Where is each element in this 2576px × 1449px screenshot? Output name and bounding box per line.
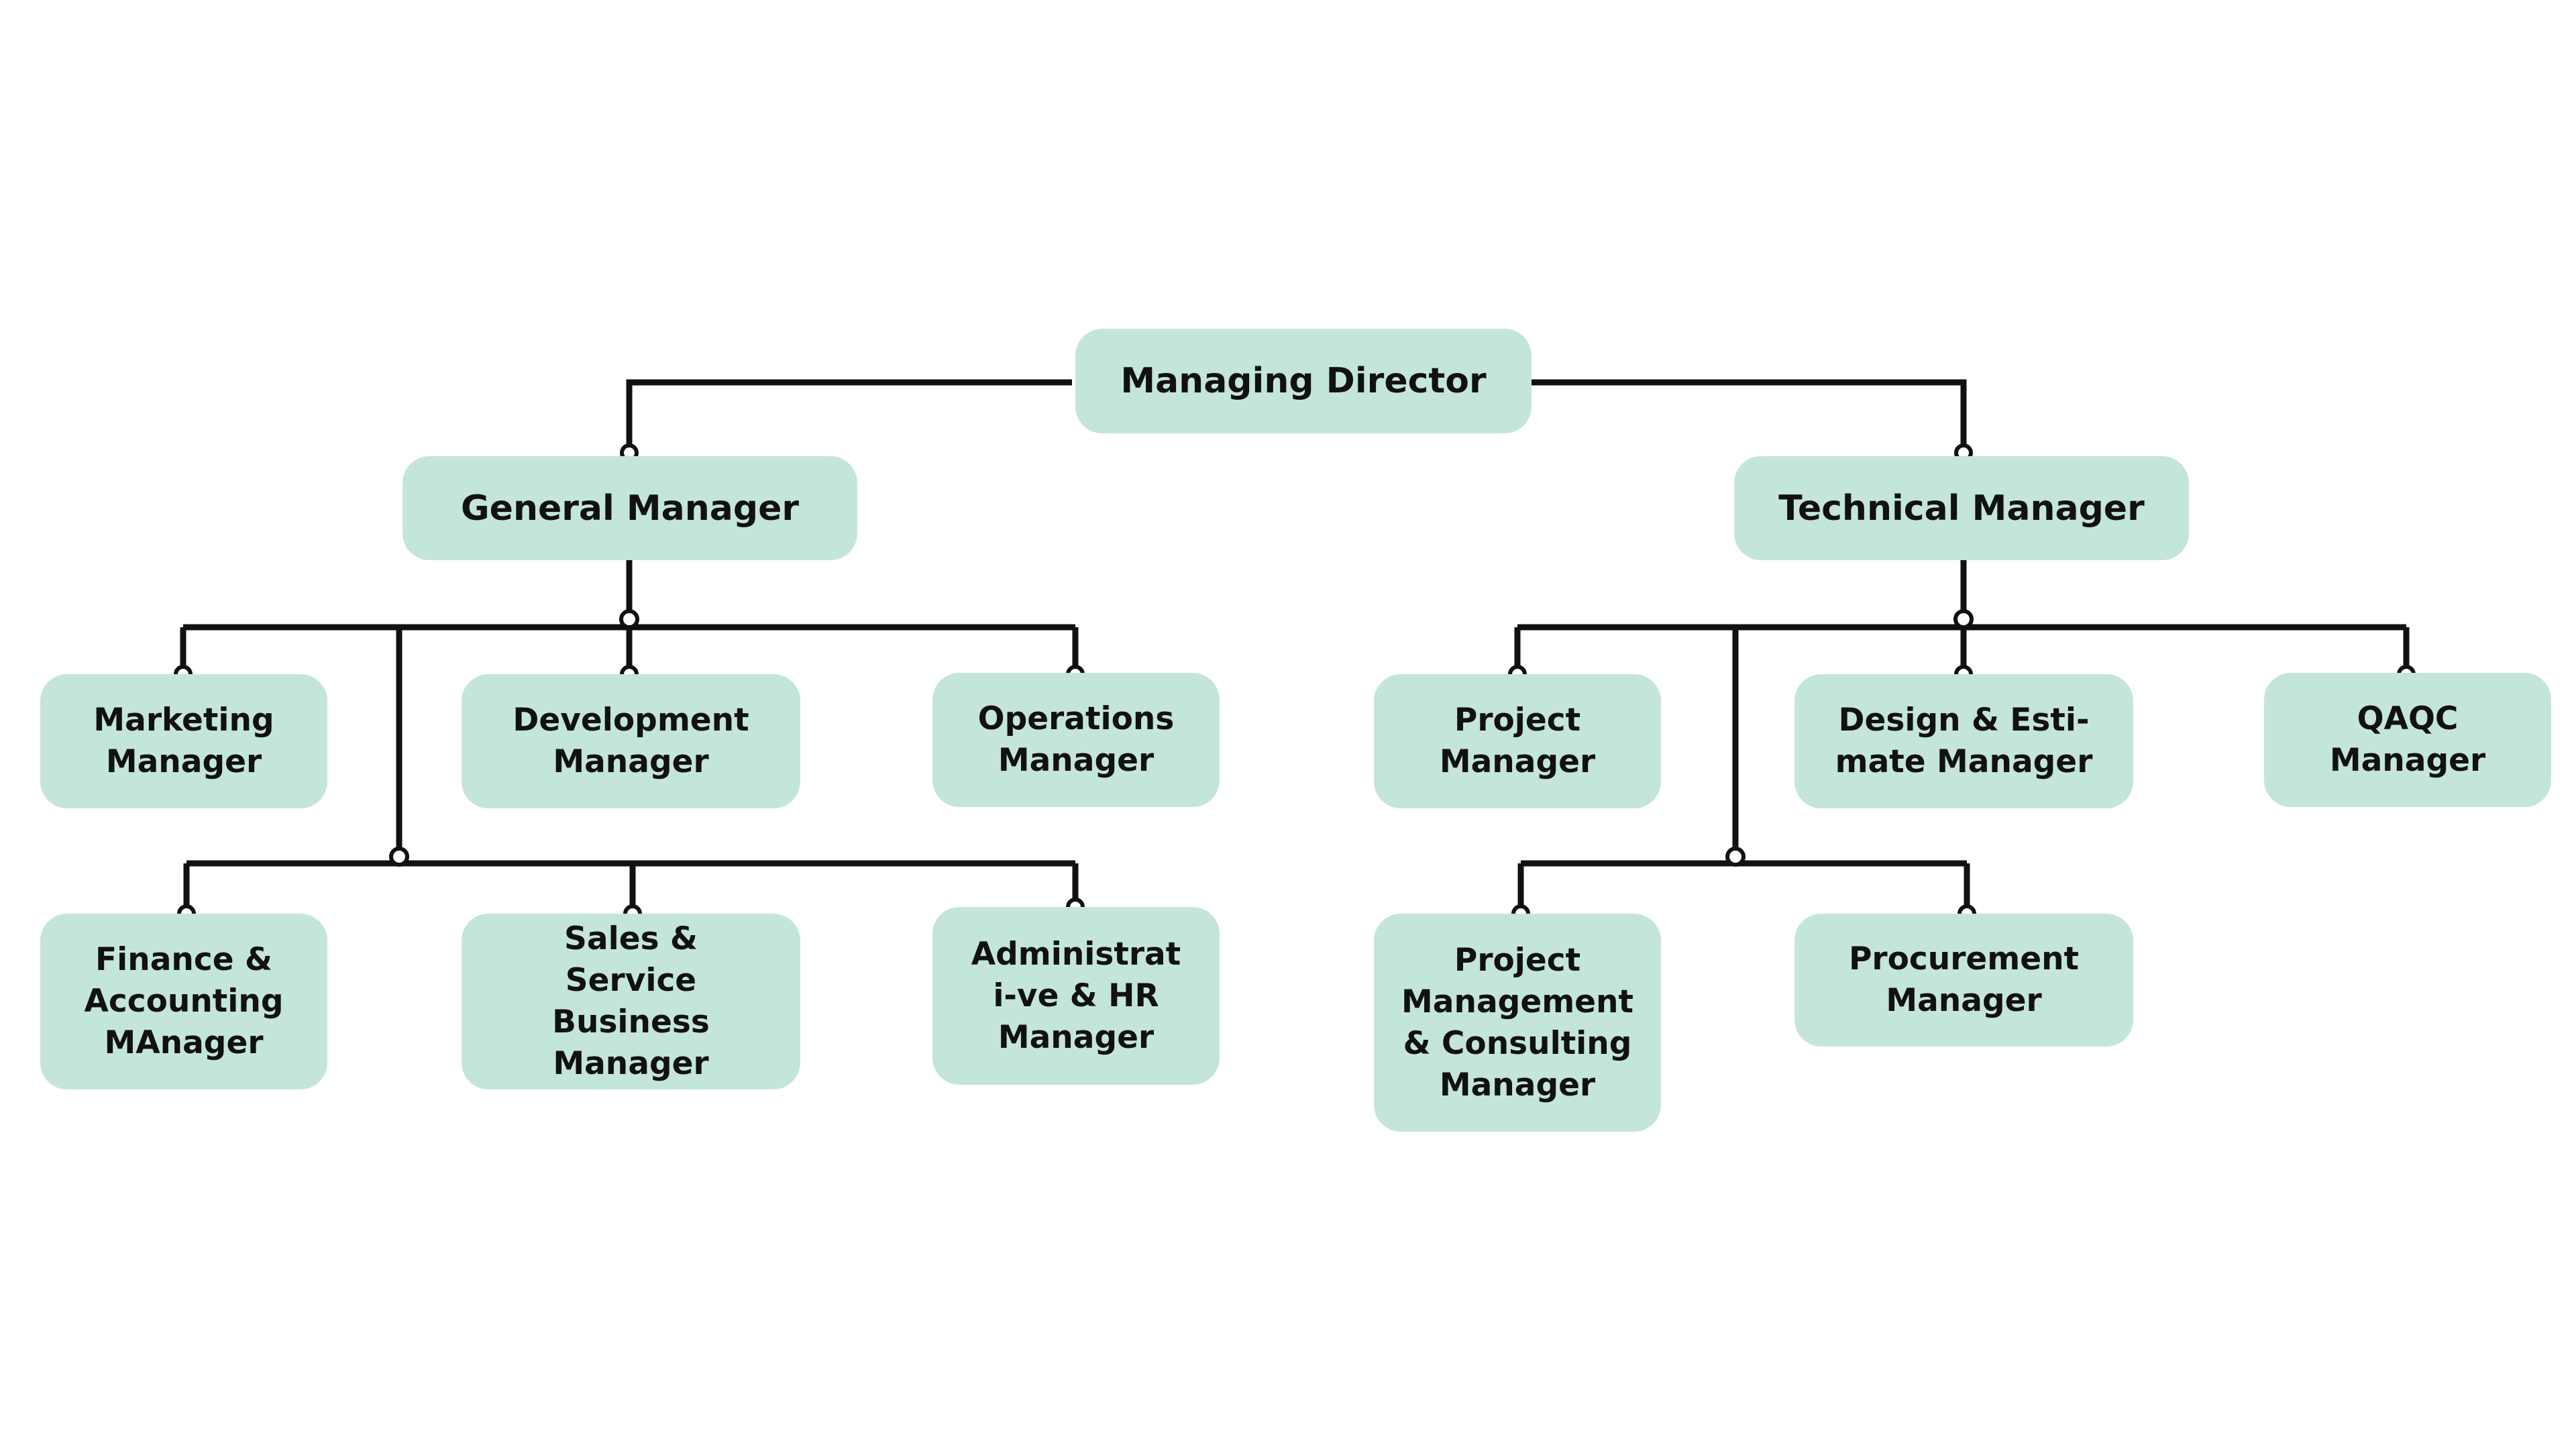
node-label: Administrati-ve & HR Manager [971,935,1181,1056]
node-operations-manager: Operations Manager [932,673,1220,807]
node-general-manager: General Manager [402,456,857,560]
junction-gm-lower [389,847,409,867]
node-sales-service-manager: Sales & Service Business Manager [462,914,800,1089]
node-design-estimate-manager: Design & Esti-mate Manager [1794,674,2133,808]
node-label: Sales & Service Business Manager [552,920,710,1082]
connector-md-gm [626,379,1072,449]
junction-tm-lower [1725,847,1746,867]
node-label: General Manager [461,488,799,529]
node-label: Design & Esti-mate Manager [1835,702,2093,780]
node-label: Project Manager [1439,702,1596,780]
node-label: Project Management & Consulting Manager [1401,941,1633,1104]
node-qaqc-manager: QAQC Manager [2264,673,2551,807]
node-label: QAQC Manager [2329,700,2486,779]
node-label: Finance & Accounting MAnager [84,941,284,1061]
node-project-management-consulting-manager: Project Management & Consulting Manager [1374,914,1661,1132]
node-label: Development Manager [513,702,749,780]
node-project-manager: Project Manager [1374,674,1661,808]
node-finance-accounting-manager: Finance & Accounting MAnager [40,914,327,1089]
node-technical-manager: Technical Manager [1734,456,2189,560]
node-managing-director: Managing Director [1075,329,1532,433]
node-label: Technical Manager [1778,488,2145,529]
node-marketing-manager: Marketing Manager [40,674,327,808]
node-procurement-manager: Procurement Manager [1794,914,2133,1046]
node-label: Marketing Manager [93,702,274,780]
junction-gm [619,609,639,629]
node-label: Procurement Manager [1848,941,2080,1019]
connector-md-tm [1531,379,1967,449]
node-label: Operations Manager [977,700,1175,779]
node-label: Managing Director [1120,361,1487,401]
node-development-manager: Development Manager [462,674,800,808]
junction-tm [1953,609,1974,629]
node-admin-hr-manager: Administrati-ve & HR Manager [932,907,1220,1085]
